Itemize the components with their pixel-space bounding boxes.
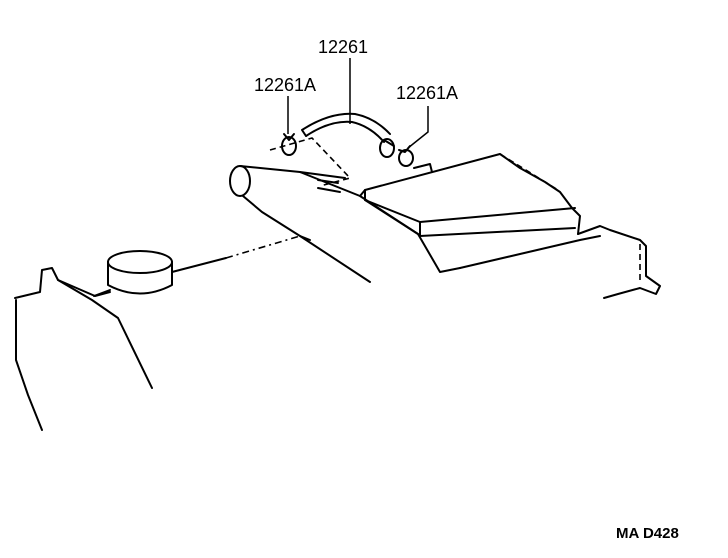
reference-outline [269, 137, 352, 187]
label-clamp-left: 12261A [254, 75, 316, 95]
hose-clamp-right [398, 145, 414, 167]
label-clamp-right: 12261A [396, 83, 458, 103]
diagram-code: MA D428 [616, 525, 679, 542]
engine-body [229, 153, 661, 299]
hose-clamp-left [281, 133, 297, 156]
leader-line-clamp-right [407, 106, 429, 149]
centerline [225, 235, 301, 259]
radiator-cap [93, 250, 227, 297]
bypass-hose [301, 112, 395, 158]
label-hose: 12261 [318, 37, 368, 57]
